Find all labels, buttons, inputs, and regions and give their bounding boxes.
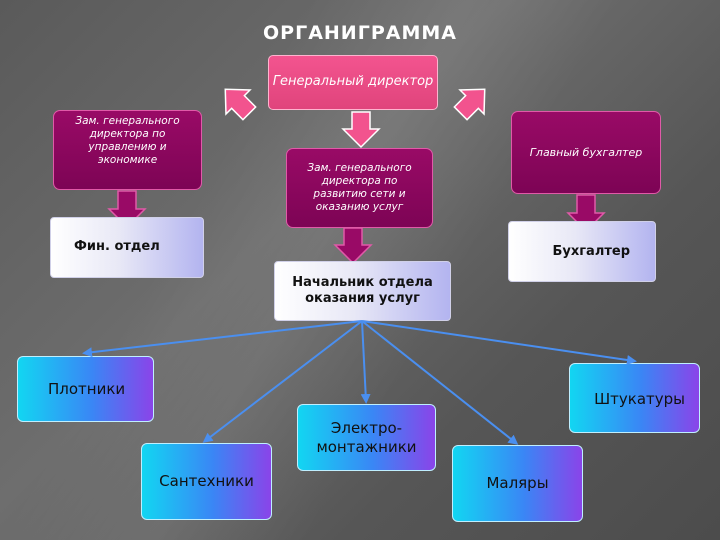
node-chief-accountant[interactable]: Главный бухгалтер (511, 111, 661, 194)
node-deputy-network-label: Зам. генерального директора по развитию … (307, 161, 412, 214)
node-painters-label: Маляры (486, 474, 549, 493)
node-general-director-label: Генеральный директор (272, 74, 434, 90)
node-deputy-network[interactable]: Зам. генерального директора по развитию … (286, 148, 433, 228)
arrow-diagonal-icon (453, 88, 486, 121)
connector-painters (361, 320, 519, 445)
node-head-services-label: Начальник отдела оказания услуг (292, 274, 433, 306)
connector-carpenters (82, 320, 363, 358)
node-electricians-label: Электро-монтажники (316, 418, 417, 456)
arrow-diagonal-icon (224, 88, 257, 121)
node-electricians[interactable]: Электро-монтажники (297, 404, 436, 471)
connector-electricians (360, 320, 371, 404)
node-fin-dept[interactable]: Фин. отдел (50, 217, 204, 278)
node-plumbers[interactable]: Сантехники (141, 443, 272, 520)
node-general-director[interactable]: Генеральный директор (268, 55, 438, 110)
page-title: ОРГАНИГРАММА (263, 22, 457, 44)
connector-plumbers (202, 320, 363, 443)
node-chief-accountant-label: Главный бухгалтер (529, 145, 643, 159)
node-plumbers-label: Сантехники (159, 472, 254, 491)
node-deputy-economy[interactable]: Зам. генерального директора по управлени… (53, 110, 202, 190)
node-plasterers[interactable]: Штукатуры (569, 363, 700, 433)
node-carpenters-label: Плотники (48, 380, 126, 398)
arrow-down-icon (333, 227, 373, 265)
node-carpenters[interactable]: Плотники (17, 356, 154, 422)
node-fin-dept-label: Фин. отдел (74, 239, 160, 254)
node-head-services[interactable]: Начальник отдела оказания услуг (274, 261, 451, 321)
node-plasterers-label: Штукатуры (594, 390, 685, 408)
node-accountant-label: Бухгалтер (552, 244, 630, 259)
arrow-down-icon (341, 111, 381, 149)
node-accountant[interactable]: Бухгалтер (508, 221, 656, 282)
node-painters[interactable]: Маляры (452, 445, 583, 522)
node-deputy-economy-label: Зам. генерального директора по управлени… (75, 115, 180, 167)
connector-plasterers (361, 320, 637, 365)
